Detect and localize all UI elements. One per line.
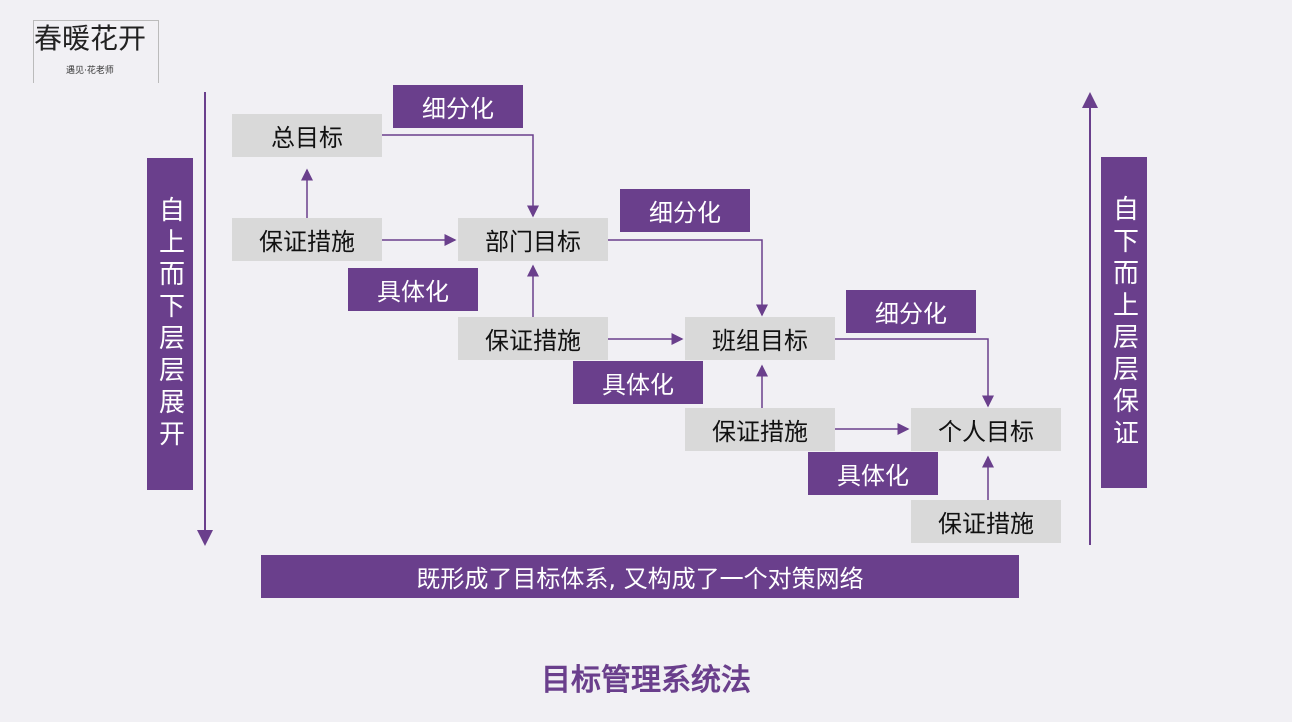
logo-subtext: 遇见·花老师 [66, 66, 114, 76]
subdivide-label: 细分化 [620, 189, 750, 232]
logo-text: 春暖花开 [34, 22, 147, 55]
slide-title: 目标管理系统法 [541, 663, 751, 698]
goal-department: 部门目标 [458, 218, 608, 261]
goal-individual: 个人目标 [911, 408, 1061, 451]
measure-box: 保证措施 [685, 408, 835, 451]
measure-box: 保证措施 [232, 218, 382, 261]
logo: 春暖花开 遇见·花老师 [33, 20, 159, 83]
top-down-label: 自上而下层层展开 [147, 158, 193, 490]
subdivide-label: 细分化 [846, 290, 976, 333]
concretize-label: 具体化 [808, 452, 938, 495]
summary-banner: 既形成了目标体系, 又构成了一个对策网络 [261, 555, 1019, 598]
goal-team: 班组目标 [685, 317, 835, 360]
goal-overall: 总目标 [232, 114, 382, 157]
concretize-label: 具体化 [573, 361, 703, 404]
bottom-up-label: 自下而上层层保证 [1101, 157, 1147, 488]
subdivide-label: 细分化 [393, 85, 523, 128]
concretize-label: 具体化 [348, 268, 478, 311]
measure-box: 保证措施 [911, 500, 1061, 543]
measure-box: 保证措施 [458, 317, 608, 360]
